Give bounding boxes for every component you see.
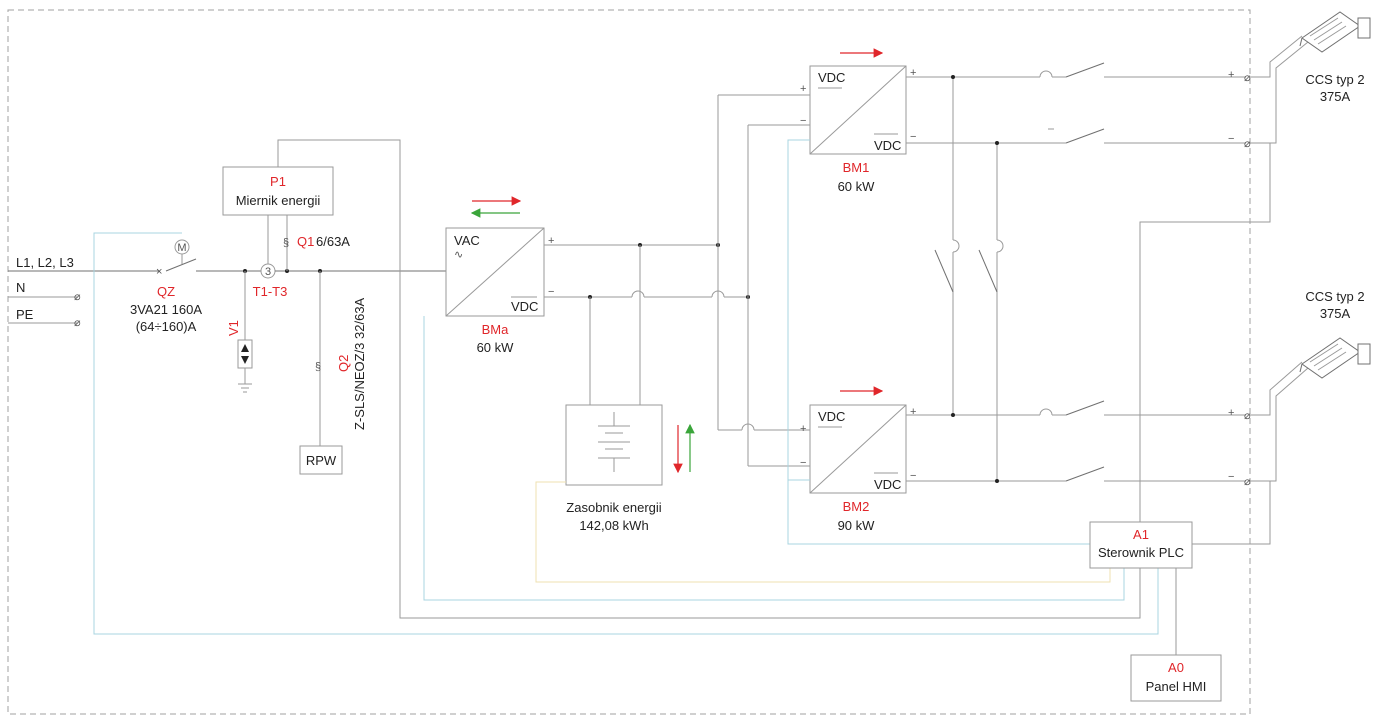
hmi-ref: A0: [1168, 660, 1184, 675]
svg-text:−: −: [910, 470, 916, 482]
svg-text:∿: ∿: [454, 249, 463, 261]
plc-ref: A1: [1133, 527, 1149, 542]
v1-ref: V1: [226, 320, 241, 336]
output-switching: + − + − ⌀ ⌀ ⌀ ⌀: [906, 62, 1251, 488]
converter-bma: VAC ∿ VDC + − BMa 60 kW: [445, 196, 554, 355]
bma-power: 60 kW: [477, 340, 515, 355]
svg-text:−: −: [1228, 133, 1234, 145]
svg-text:−: −: [800, 115, 806, 127]
ccs2-current: 375A: [1320, 306, 1351, 321]
svg-text:§: §: [315, 361, 321, 373]
svg-text:⌀: ⌀: [74, 291, 81, 303]
svg-text:VDC: VDC: [874, 477, 901, 492]
ct-ref: T1-T3: [253, 284, 288, 299]
qz-ref: QZ: [157, 284, 175, 299]
svg-text:−: −: [1228, 471, 1234, 483]
svg-text:VDC: VDC: [818, 70, 845, 85]
meter-ref: P1: [270, 174, 286, 189]
plc-controller: A1 Sterownik PLC: [1089, 521, 1193, 569]
ccs-plug-icon: [1299, 337, 1371, 379]
energy-storage: Zasobnik energii 142,08 kWh: [565, 404, 695, 533]
bma-ref: BMa: [482, 322, 510, 337]
svg-text:⌀: ⌀: [1244, 476, 1251, 488]
ccs2-type: CCS typ 2: [1305, 289, 1364, 304]
svg-text:⌀: ⌀: [1244, 72, 1251, 84]
svg-text:+: +: [548, 235, 554, 247]
ccs1-current: 375A: [1320, 89, 1351, 104]
svg-text:3: 3: [265, 266, 271, 278]
ccs-plug-icon: [1299, 11, 1371, 53]
svg-text:+: +: [910, 67, 916, 79]
svg-text:+: +: [1228, 407, 1234, 419]
svg-text:+: +: [800, 83, 806, 95]
label-l1l2l3: L1, L2, L3: [16, 255, 74, 270]
converter-bm1: VDC VDC + − + − BM1 60 kW: [800, 48, 916, 194]
ccs-connector-1: CCS typ 2 375A: [1299, 11, 1371, 104]
svg-text:−: −: [548, 286, 554, 298]
svg-text:VDC: VDC: [874, 138, 901, 153]
q2-model: Z-SLS/NEOZ/3 32/63A: [352, 297, 367, 430]
storage-name: Zasobnik energii: [566, 500, 661, 515]
dc-bus: [544, 94, 810, 467]
supply-lines: ⌀ ⌀ L1, L2, L3 N PE: [8, 255, 160, 329]
bm2-power: 90 kW: [838, 518, 876, 533]
svg-text:M: M: [177, 242, 186, 254]
svg-text:VAC: VAC: [454, 233, 480, 248]
rpw-label: RPW: [306, 453, 337, 468]
svg-text:VDC: VDC: [818, 409, 845, 424]
surge-arrester-v1: V1: [226, 271, 253, 393]
storage-capacity: 142,08 kWh: [579, 518, 648, 533]
svg-text:+: +: [800, 423, 806, 435]
svg-text:VDC: VDC: [511, 299, 538, 314]
svg-text:−: −: [910, 131, 916, 143]
motor-icon: [174, 239, 190, 255]
control-wiring: [93, 139, 1271, 655]
energy-meter-p1: P1 Miernik energii § Q1 6/63A: [222, 166, 350, 271]
label-n: N: [16, 280, 25, 295]
enclosure-border: [7, 9, 1251, 715]
svg-text:⌀: ⌀: [1244, 410, 1251, 422]
bm1-ref: BM1: [843, 160, 870, 175]
meter-name: Miernik energii: [236, 193, 321, 208]
q2-ref: Q2: [336, 355, 351, 372]
breaker-qz: × M QZ 3VA21 160A (64÷160)A: [130, 239, 245, 334]
svg-text:−: −: [800, 457, 806, 469]
fuse-q2-rpw: § RPW Q2 Z-SLS/NEOZ/3 32/63A: [299, 271, 367, 475]
hmi-name: Panel HMI: [1146, 679, 1207, 694]
converter-bm2: VDC VDC + − + − BM2 90 kW: [800, 386, 916, 533]
ccs-connector-2: CCS typ 2 375A: [1299, 289, 1371, 379]
svg-text:§: §: [283, 237, 289, 249]
plc-name: Sterownik PLC: [1098, 545, 1184, 560]
svg-text:⌀: ⌀: [1244, 138, 1251, 150]
ccs1-type: CCS typ 2: [1305, 72, 1364, 87]
svg-text:+: +: [910, 406, 916, 418]
bm2-ref: BM2: [843, 499, 870, 514]
q1-rating: 6/63A: [316, 234, 350, 249]
bm1-power: 60 kW: [838, 179, 876, 194]
qz-range: (64÷160)A: [136, 319, 197, 334]
hmi-panel: A0 Panel HMI: [1130, 654, 1222, 702]
qz-model: 3VA21 160A: [130, 302, 202, 317]
q1-ref: Q1: [297, 234, 314, 249]
label-pe: PE: [16, 307, 34, 322]
svg-text:+: +: [1228, 69, 1234, 81]
svg-text:⌀: ⌀: [74, 317, 81, 329]
svg-text:×: ×: [156, 266, 162, 278]
connector-cables: [1250, 35, 1309, 482]
